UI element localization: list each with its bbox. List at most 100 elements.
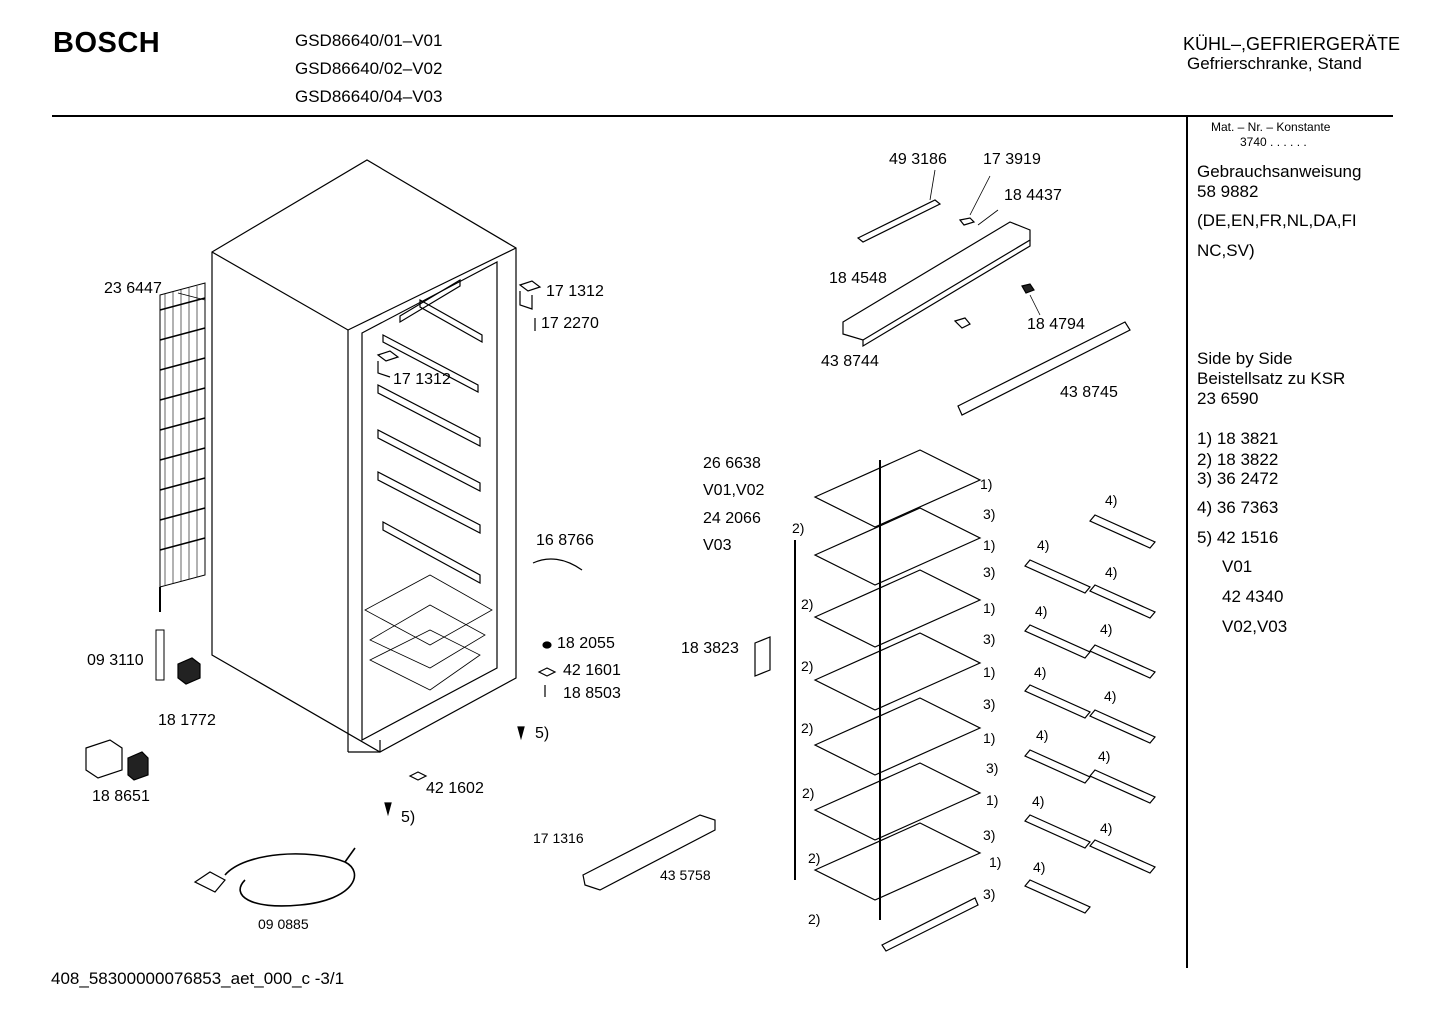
bracket-mark-4: 4) [1100,820,1113,836]
rack-mark-3: 3) [983,506,996,522]
part-266638: 26 6638 [703,455,761,472]
bracket-mark-4: 4) [1035,603,1048,619]
model-number-1: GSD86640/01–V01 [295,31,443,50]
part-171312-top: 17 1312 [546,283,604,300]
part-090885: 09 0885 [258,916,309,932]
bracket-mark-4: 4) [1037,537,1050,553]
fan-block [754,636,771,677]
manual-label: Gebrauchsanweisung [1197,162,1362,181]
side-by-side-kit: Beistellsatz zu KSR [1197,369,1346,388]
rack-mark-2: 2) [801,658,814,674]
category-subtitle: Gefrierschranke, Stand [1187,54,1362,73]
bracket-mark-4: 4) [1100,621,1113,637]
hinge-inner [376,350,400,378]
rack-mark-3: 3) [983,696,996,712]
part-493186: 49 3186 [889,151,947,168]
rack-mark-1: 1) [983,730,996,746]
leader-lines [177,169,1041,316]
rack-mark-1: 1) [983,600,996,616]
document-code: 408_58300000076853_aet_000_c -3/1 [51,969,345,988]
part-421601: 42 1601 [563,662,621,679]
rack-mark-3: 3) [983,564,996,580]
bracket-mark-4: 4) [1036,727,1049,743]
part-184548: 18 4548 [829,270,887,287]
rack-mark-2: 2) [802,785,815,801]
rack-mark-1: 1) [983,664,996,680]
condenser-grid [164,286,198,585]
side-by-side-label: Side by Side [1197,349,1293,368]
part-171316: 17 1316 [533,830,584,846]
part-242066: 24 2066 [703,510,761,527]
part-183823: 18 3823 [681,640,739,657]
mat-nr-label: Mat. – Nr. – Konstante [1211,120,1331,134]
rack-brackets [1024,514,1156,914]
side-by-side-number: 23 6590 [1197,389,1259,408]
bottom-drawer-frame [364,574,493,691]
part-173919: 17 3919 [983,151,1041,168]
part-236447: 23 6447 [104,280,162,297]
part-168766: 16 8766 [536,532,594,549]
evaporator-racks [794,449,982,952]
part-182055: 18 2055 [557,635,615,652]
rack-mark-2: 2) [792,520,805,536]
header-divider [52,115,1393,117]
screw-part-1 [517,726,525,741]
rack-mark-2: 2) [808,850,821,866]
part-435758: 43 5758 [660,867,711,883]
legend-item-5: 5) 42 1516 [1197,528,1279,547]
manual-number: 58 9882 [1197,182,1259,201]
rack-mark-3: 3) [983,827,996,843]
cabinet-body [211,159,517,753]
rack-mark-1: 1) [986,792,999,808]
bracket-mark-4: 4) [1098,748,1111,764]
model-number-2: GSD86640/02–V02 [295,59,443,78]
rack-mark-3: 3) [983,631,996,647]
part-421602: 42 1602 [426,780,484,797]
rack-mark-2: 2) [808,911,821,927]
model-number-3: GSD86640/04–V03 [295,87,443,106]
relay-box [85,739,149,781]
bracket-mark-4: 4) [1104,688,1117,704]
bracket-mark-4: 4) [1034,664,1047,680]
control-panel [842,199,1131,416]
part-438744: 43 8744 [821,353,879,370]
mat-nr-value: 3740 . . . . . . [1240,135,1307,149]
brand-logo: BOSCH [53,27,161,59]
part-172270: 17 2270 [541,315,599,332]
rack-mark-1: 1) [989,854,1002,870]
bracket-mark-4: 4) [1033,859,1046,875]
rack-mark-2: 2) [801,596,814,612]
legend-item-4: 4) 36 7363 [1197,498,1279,517]
category-title: KÜHL–,GEFRIERGERÄTE [1183,34,1401,54]
part-188503: 18 8503 [563,685,621,702]
part-184794: 18 4794 [1027,316,1085,333]
part-181772: 18 1772 [158,712,216,729]
bracket-mark-4: 4) [1105,564,1118,580]
rack-mark-3: 3) [986,760,999,776]
hinge-top [518,280,542,310]
manual-languages-2: NC,SV) [1197,241,1255,260]
bracket-mark-4: 4) [1105,492,1118,508]
variant-label-v01-v02: V01,V02 [703,482,765,499]
rack-mark-2: 2) [801,720,814,736]
variant-part-number: 42 4340 [1222,587,1284,606]
manual-languages-1: (DE,EN,FR,NL,DA,FI [1197,211,1357,230]
part-188651: 18 8651 [92,788,150,805]
rack-mark-1: 1) [980,476,993,492]
clip-part [537,667,557,677]
plug-part [542,641,552,649]
part-screw-5a: 5) [535,725,550,742]
part-screw-5b: 5) [401,809,416,826]
foot-part [408,771,428,781]
sensor-cable [532,558,583,571]
legend-item-2: 2) 18 3822 [1197,450,1279,469]
rack-mark-3: 3) [983,886,996,902]
door-handle [582,814,716,891]
variant-v01: V01 [1222,557,1253,576]
variant-v02-v03: V02,V03 [1222,617,1288,636]
part-093110: 09 3110 [87,652,144,669]
part-171312-inner: 17 1312 [393,371,451,388]
part-184437: 18 4437 [1004,187,1062,204]
side-panel-divider [1186,116,1188,968]
